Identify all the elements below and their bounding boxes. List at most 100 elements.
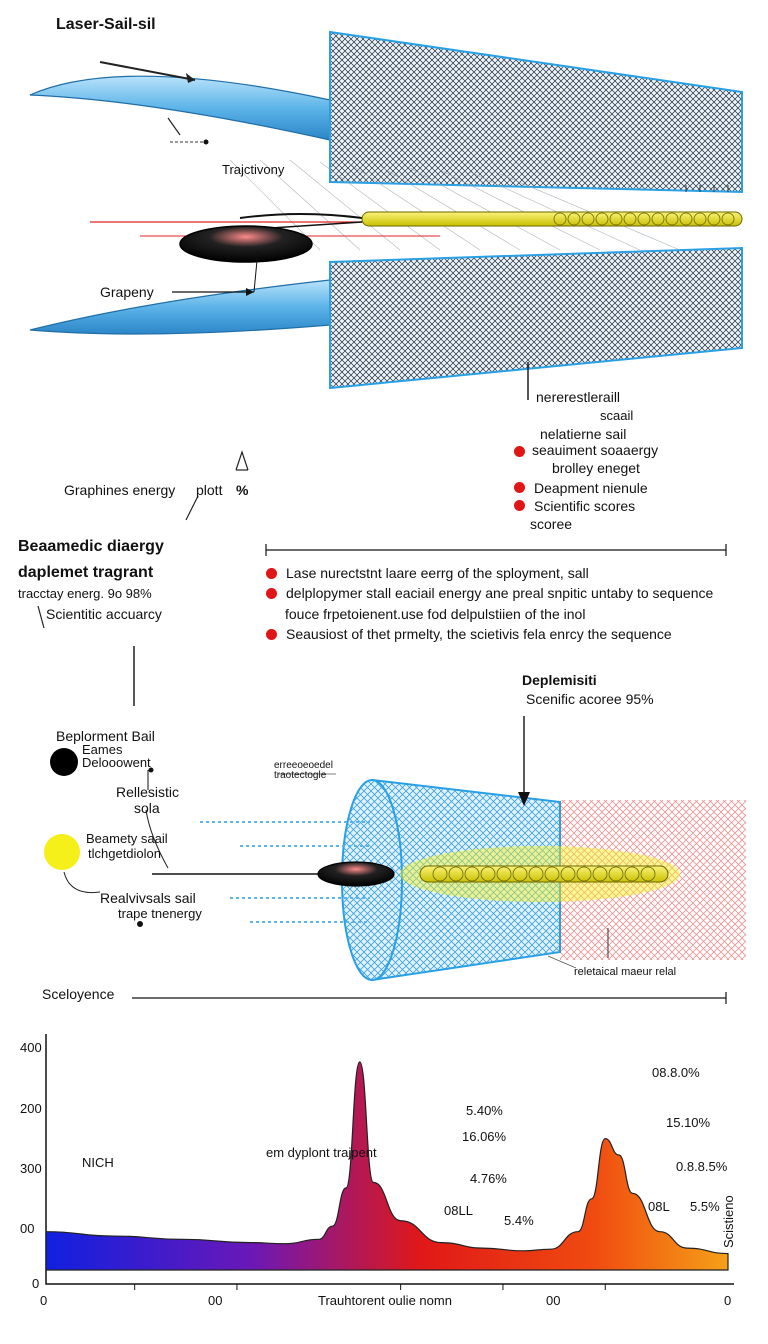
- plott-leader: [185, 495, 199, 521]
- curved-leader-2: [63, 871, 101, 894]
- annotation: 0.8.8.5%: [676, 1159, 728, 1174]
- upper-mesh-sail: [329, 30, 743, 194]
- lower-yellow-beam: [419, 865, 669, 883]
- yellow-beam: [361, 211, 743, 227]
- label-sequence: Sceloyence: [42, 986, 115, 1002]
- left-heading-2: daplemet tragrant: [18, 564, 154, 581]
- top-arrow: [99, 61, 196, 81]
- lower-wing: [29, 279, 331, 335]
- bullet-text: delplopymer stall eaciail energy ane pre…: [286, 585, 714, 601]
- label-graphines: Graphines energy: [64, 482, 176, 498]
- y-tick: 300: [20, 1161, 42, 1176]
- grapeny-arrow-head: [246, 288, 254, 296]
- left-heading-1: Beaamedic diaergy: [18, 538, 164, 555]
- bullet-text-cont: fouce frpetoienent.use fod delpulstiien …: [285, 606, 586, 622]
- annotation: 4.76%: [470, 1171, 507, 1186]
- x-axis-label: Trauhtorent oulie nomn: [318, 1293, 452, 1308]
- y-tick: 200: [20, 1101, 42, 1116]
- deploy-2: Eames: [82, 742, 123, 757]
- craft-lens: [179, 225, 313, 263]
- curved-leader-1: [145, 809, 169, 869]
- relistic-2: sola: [134, 800, 160, 816]
- y-tick: 0: [32, 1276, 40, 1291]
- leader-1: [167, 117, 181, 136]
- nere-sub2: nelatierne sail: [540, 426, 627, 442]
- sail-ticks: [685, 185, 729, 192]
- nere-title: nererestleraill: [536, 389, 621, 405]
- bullet-dot: [514, 482, 525, 493]
- right-item-1: seauiment soaaergy: [532, 442, 659, 458]
- left-line-1: tracctay energ. 9o 98%: [18, 586, 152, 601]
- upper-wing: [29, 75, 331, 141]
- annotation: 08L: [648, 1199, 670, 1214]
- annotation: 08LL: [444, 1203, 473, 1218]
- beam-1: Beamety saail: [86, 831, 168, 846]
- nere-sub1: scaail: [600, 408, 634, 423]
- annotation: em dyplont trajpent: [266, 1145, 377, 1160]
- x-tick: 00: [546, 1293, 561, 1308]
- top-arrow-head: [186, 73, 195, 83]
- annotation: 5.4%: [504, 1213, 534, 1228]
- lower-craft: [317, 861, 395, 887]
- y-tick: 400: [20, 1040, 42, 1055]
- grapeny-up: [253, 249, 259, 293]
- yellow-dot: [44, 834, 80, 870]
- cone-top-2: traotectogle: [274, 770, 327, 781]
- bullet-item-3: Seausiost of thet prmelty, the scietivis…: [266, 626, 672, 642]
- label-grapeny: Grapeny: [100, 284, 154, 300]
- annotation: 16.06%: [462, 1129, 507, 1144]
- energy-chart: [45, 1034, 734, 1290]
- x-tick: 0: [40, 1293, 48, 1308]
- bullet-item-2: delplopymer stall eaciail energy ane pre…: [266, 585, 713, 601]
- annotation: 5.5%: [690, 1199, 720, 1214]
- cone-arrow-head: [518, 792, 530, 806]
- label-plott: plott: [196, 482, 223, 498]
- bullet-text: Seausiost of thet prmelty, the scietivis…: [286, 626, 672, 642]
- deploy-3: Delooowent: [82, 755, 151, 770]
- chart-area-series: [45, 1061, 729, 1271]
- bullet-dot: [266, 629, 277, 640]
- lower-beads: [432, 866, 656, 882]
- annotation: 15.10%: [666, 1115, 711, 1130]
- bullet-item-1: Lase nurectstnt laare eerrg of the sploy…: [266, 565, 589, 581]
- y-axis-label: Scistieno: [721, 1195, 736, 1248]
- bullet-dot: [514, 500, 525, 511]
- sail-shade-lines: [229, 159, 681, 251]
- bullet-dot: [514, 446, 525, 457]
- cone-top-1: erreeoeoedel: [274, 760, 333, 771]
- y-tick: 00: [20, 1221, 35, 1236]
- annotation: NICH: [82, 1155, 114, 1170]
- annotation: 08.8.0%: [652, 1065, 700, 1080]
- black-dot: [50, 748, 78, 776]
- bullet-item-2-cont: fouce frpetoienent.use fod delpulstiien …: [285, 606, 585, 622]
- pointer-small: [235, 450, 249, 471]
- beam-2: tlchgetdiolon: [88, 846, 161, 861]
- label-deplemisiti: Deplemisiti: [522, 672, 597, 688]
- bullet-dot: [266, 568, 277, 579]
- lower-mesh-sail: [329, 246, 743, 390]
- right-item-1-sub: brolley eneget: [552, 460, 640, 476]
- blue-streams: [200, 821, 370, 923]
- label-relational: reletaical maeur relal: [574, 966, 677, 978]
- x-tick: 0: [724, 1293, 732, 1308]
- annotation: 5.40%: [466, 1103, 503, 1118]
- tether-top: [239, 213, 363, 219]
- right-item-3: Scientific scores: [534, 498, 636, 514]
- left-leader: [37, 605, 45, 629]
- leader-dot: [203, 139, 209, 145]
- label-pct: %: [236, 482, 249, 498]
- right-item-3-sub: scoree: [530, 516, 573, 532]
- bullet-dot: [266, 588, 277, 599]
- deploy-1: Beplorment Bail: [56, 728, 155, 744]
- left-line-2: Scientitic accuarcy: [46, 606, 162, 622]
- real-2: trape tnenergy: [118, 906, 202, 921]
- title: Laser-Sail-sil: [56, 16, 156, 33]
- label-scientific-acore: Scenific acoree 95%: [526, 691, 654, 707]
- right-item-2: Deapment nienule: [534, 480, 648, 496]
- label-trajectory: Trajctivony: [222, 162, 285, 177]
- chart-axes: [45, 1034, 734, 1285]
- beam-beads: [553, 212, 735, 226]
- real-1: Realvivsals sail: [100, 890, 196, 906]
- bullet-text: Lase nurectstnt laare eerrg of the sploy…: [286, 565, 589, 581]
